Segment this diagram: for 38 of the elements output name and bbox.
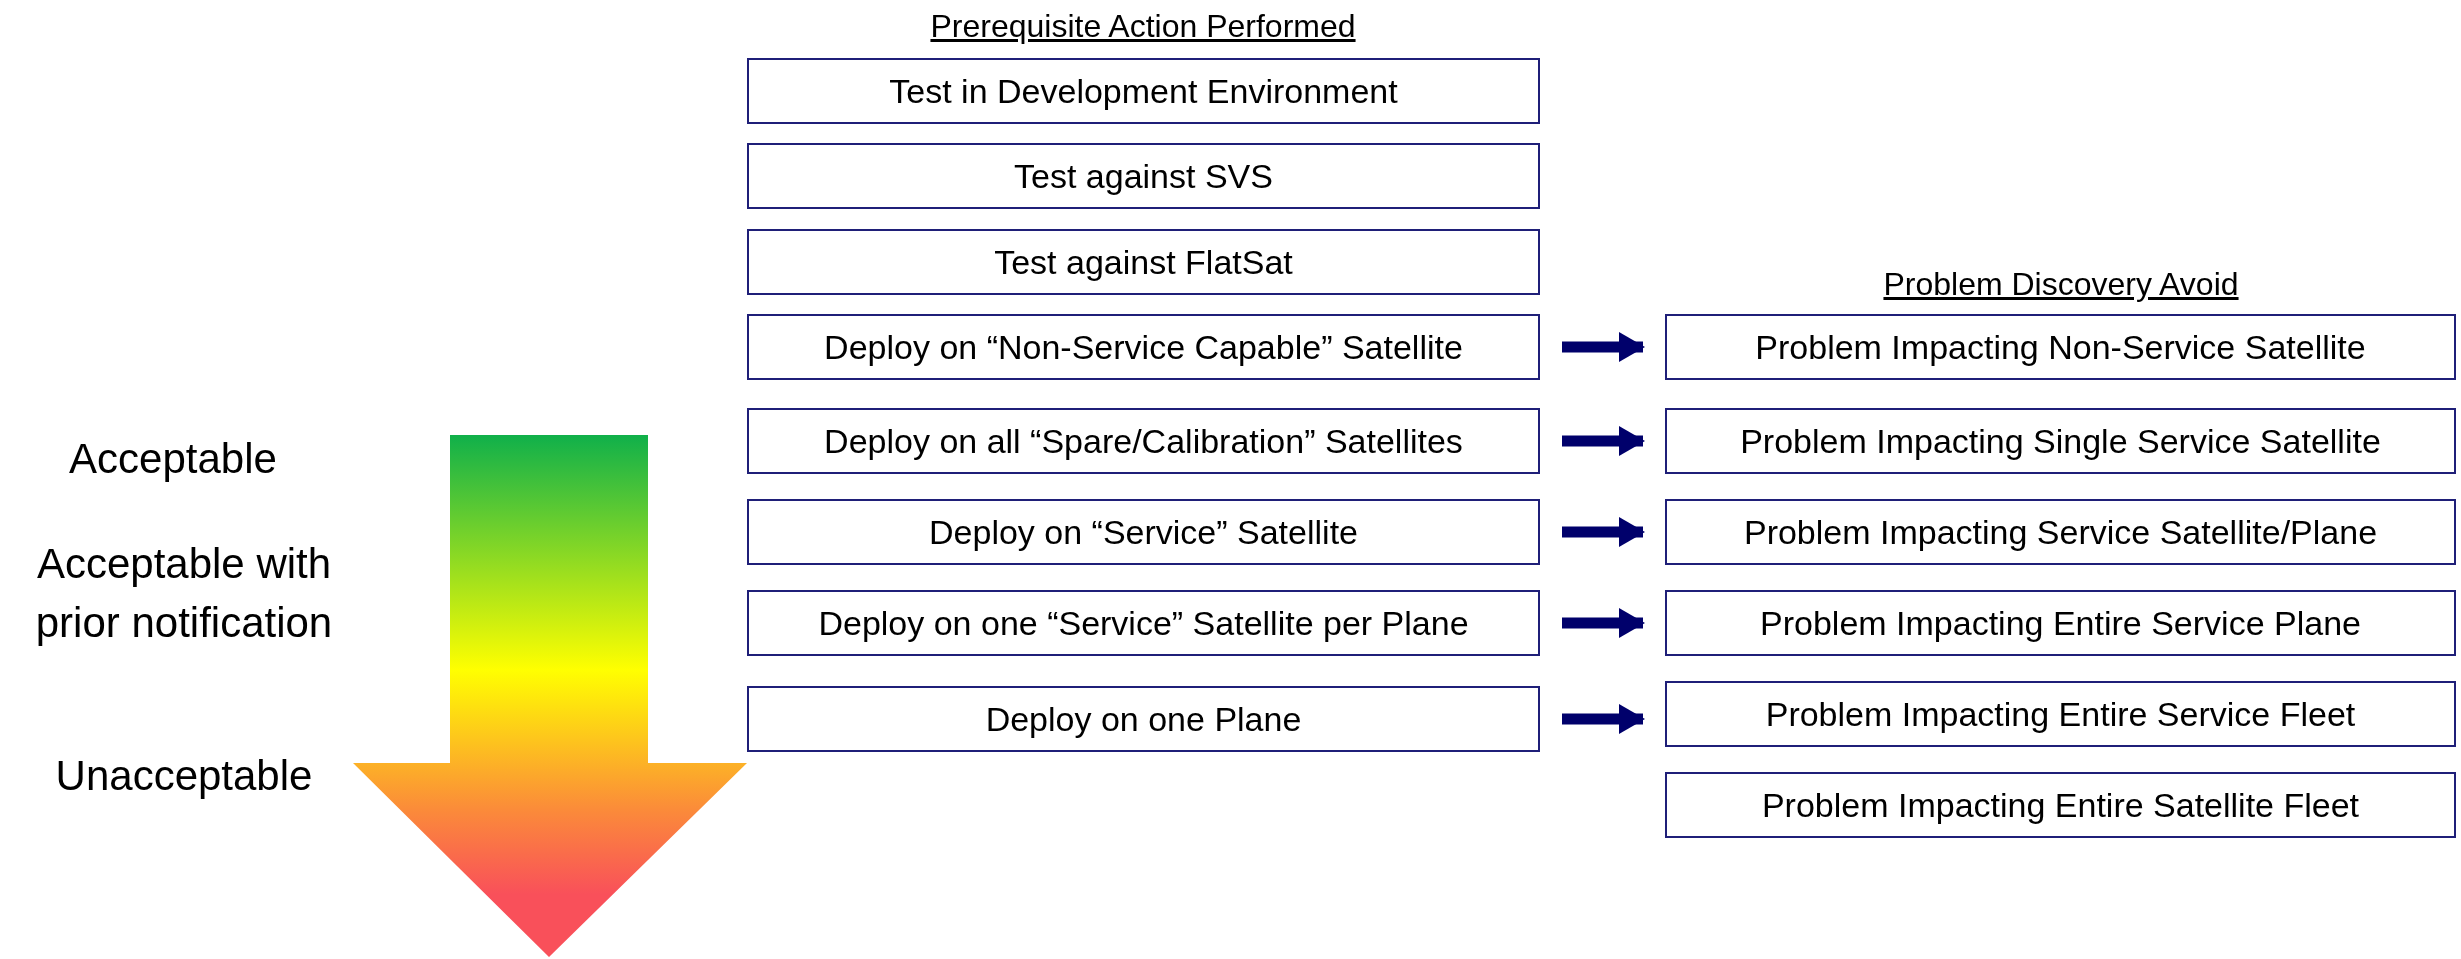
process-box	[747, 590, 1540, 656]
process-box	[1665, 681, 2456, 747]
process-box	[1665, 499, 2456, 565]
process-box	[747, 408, 1540, 474]
section-heading: Problem Discovery Avoid	[1883, 266, 2239, 303]
process-box	[1665, 590, 2456, 656]
scale-label: Unacceptable	[55, 752, 313, 800]
arrow	[1562, 517, 1645, 547]
box-label: Deploy on all “Spare/Calibration” Satellites	[824, 421, 1463, 461]
box-label: Problem Impacting Entire Service Fleet	[1765, 694, 2356, 734]
process-box	[1665, 314, 2456, 380]
box-label: Problem Impacting Entire Service Plane	[1760, 603, 2361, 643]
box-label: Problem Impacting Single Service Satellite	[1740, 421, 2381, 461]
scale-label: Acceptable with prior notification	[34, 539, 334, 648]
arrow	[1562, 426, 1645, 456]
process-box	[747, 58, 1540, 124]
box-label: Problem Impacting Service Satellite/Plane	[1743, 512, 2378, 552]
box-label: Deploy on “Non-Service Capable” Satellite	[824, 327, 1463, 367]
box-label: Deploy on one “Service” Satellite per Plane	[818, 603, 1469, 643]
box-label: Deploy on one Plane	[985, 699, 1302, 739]
process-box	[747, 686, 1540, 752]
box-label: Deploy on “Service” Satellite	[929, 512, 1358, 552]
scale-label: Acceptable	[69, 435, 277, 483]
process-box	[747, 229, 1540, 295]
process-box	[747, 314, 1540, 380]
process-box	[747, 499, 1540, 565]
arrow	[1562, 608, 1645, 638]
process-box	[1665, 408, 2456, 474]
process-box	[1665, 772, 2456, 838]
box-label: Test against SVS	[1014, 156, 1273, 196]
arrow	[1562, 332, 1645, 362]
box-label: Test in Development Environment	[889, 71, 1398, 111]
box-label: Problem Impacting Non-Service Satellite	[1755, 327, 2366, 367]
box-label: Problem Impacting Entire Satellite Fleet	[1761, 785, 2360, 825]
arrow	[1562, 704, 1645, 734]
box-label: Test against FlatSat	[994, 242, 1293, 282]
process-box	[747, 143, 1540, 209]
section-heading: Prerequisite Action Performed	[930, 8, 1356, 45]
